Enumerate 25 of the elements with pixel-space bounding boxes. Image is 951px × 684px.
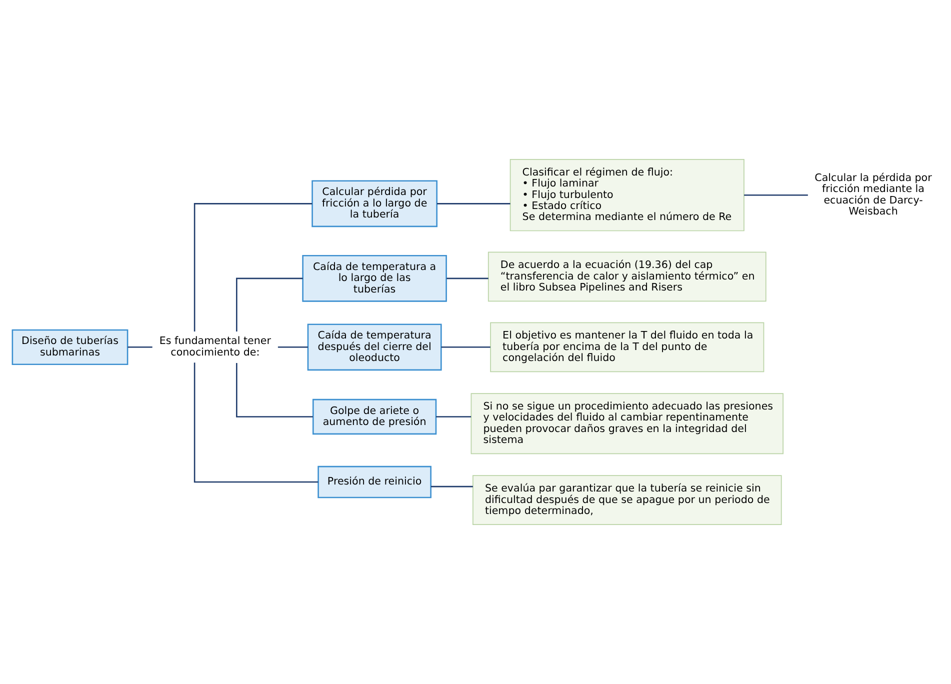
node-text: Calcular la pérdida por fricción mediante la ecuación de Darcy-Weisbach xyxy=(814,172,932,218)
connector xyxy=(194,203,312,332)
node-box: Presión de reinicio xyxy=(318,466,432,498)
node-box: Si no se sigue un procedimiento adecuado las presiones y velocidades del fluido al cambiar repentinamente pueden provocar daños graves en la integridad del sistema xyxy=(470,393,784,454)
node-box: Diseño de tuberías submarinas xyxy=(12,329,128,365)
connector xyxy=(236,278,303,332)
connector xyxy=(278,346,308,348)
connector xyxy=(446,278,488,280)
connector xyxy=(441,346,490,348)
connector xyxy=(436,203,510,204)
connector xyxy=(128,346,152,348)
node-box: Caída de temperatura a lo largo de las tuberías xyxy=(302,255,447,302)
connector xyxy=(430,486,473,488)
node-box: De acuerdo a la ecuación (19.36) del cap “transferencia de calor y aislamiento térmico” en el libro Subsea Pipelines and Risers xyxy=(488,252,766,302)
connector xyxy=(436,416,472,418)
node-box: Caída de temperatura después del cierre del oleoducto xyxy=(307,324,442,371)
connector xyxy=(194,362,318,483)
node-box: Calcular pérdida por fricción a lo largo de la tubería xyxy=(312,180,438,228)
node-box: El objetivo es mantener la T del fluido en toda la tubería por encima de la T del punto de congelación del fluido xyxy=(490,322,764,372)
node-text: Es fundamental tener conocimiento de: xyxy=(159,335,271,358)
node-box: Clasificar el régimen de flujo: • Flujo laminar • Flujo turbulento • Estado crítico Se determina mediante el número de Re xyxy=(510,159,744,232)
connector xyxy=(744,194,808,196)
node-box: Se evalúa par garantizar que la tubería se reinicie sin dificultad después de que se apague por un periodo de tiempo determinado, xyxy=(472,475,782,525)
node-box: Golpe de ariete o aumento de presión xyxy=(312,398,437,435)
connector xyxy=(236,362,313,418)
